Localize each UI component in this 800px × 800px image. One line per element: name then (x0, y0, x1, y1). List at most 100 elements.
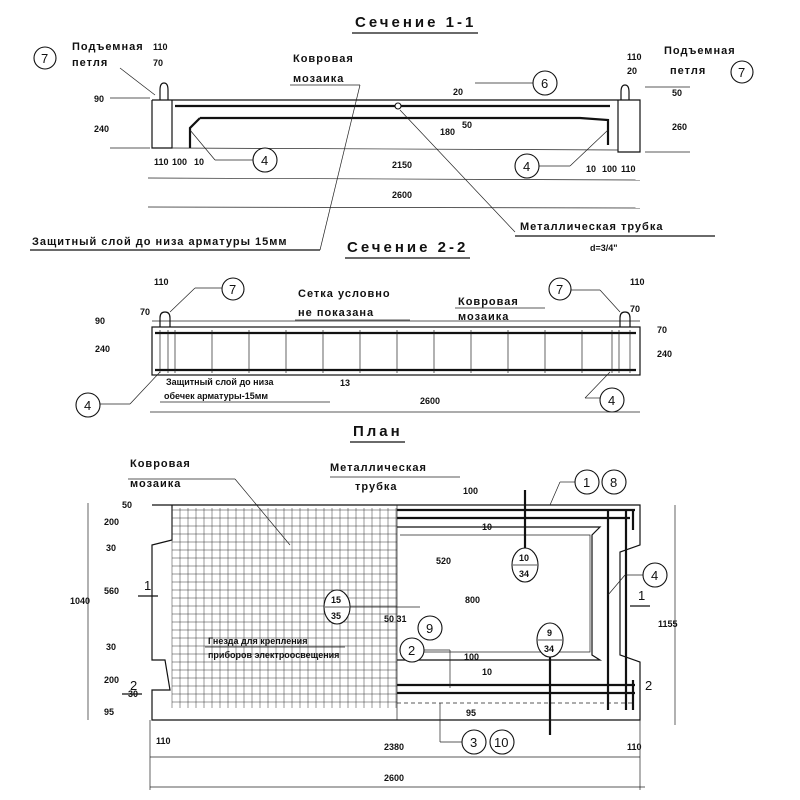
leader (189, 129, 216, 161)
lifting-loop-left-label: Подъемная (72, 41, 144, 53)
leader (169, 287, 196, 313)
bottom-rebars (397, 683, 635, 695)
svg-text:240: 240 (94, 124, 109, 134)
svg-text:1: 1 (144, 578, 151, 593)
lifting-loop-right-label-2: петля (670, 65, 706, 77)
svg-text:200: 200 (104, 517, 119, 527)
leader (569, 129, 609, 167)
bent-rebar (188, 116, 610, 148)
svg-text:9: 9 (547, 628, 552, 638)
carpet-mosaic-label: Ковровая (458, 296, 519, 308)
svg-text:100: 100 (172, 157, 187, 167)
inner-frame-inner (400, 534, 591, 653)
svg-text:20: 20 (627, 66, 637, 76)
metal-tube-mark (394, 102, 402, 110)
svg-text:9: 9 (426, 621, 433, 636)
svg-text:110: 110 (630, 277, 645, 287)
svg-text:7: 7 (738, 65, 745, 80)
svg-text:34: 34 (519, 569, 529, 579)
metal-tube-label: Металлическая (330, 462, 427, 474)
svg-text:180: 180 (440, 127, 455, 137)
svg-text:800: 800 (465, 595, 480, 605)
svg-text:20: 20 (453, 87, 463, 97)
svg-text:34: 34 (544, 644, 554, 654)
svg-text:70: 70 (153, 58, 163, 68)
callout-7-left: 7 (33, 46, 57, 70)
section-marks: 1 1 2 2 (122, 578, 652, 695)
leader (607, 574, 626, 596)
svg-text:4: 4 (651, 568, 658, 583)
svg-text:10: 10 (494, 735, 508, 750)
callout-6: 6 (532, 70, 558, 96)
svg-text:10: 10 (586, 164, 596, 174)
svg-text:100: 100 (464, 652, 479, 662)
svg-text:10: 10 (482, 522, 492, 532)
svg-text:90: 90 (94, 94, 104, 104)
plan-dimensions: 1040 50 200 30 560 30 200 30 95 1155 520… (70, 486, 678, 783)
sockets-note: Гнезда для крепления (208, 636, 307, 646)
inner-frame (397, 526, 603, 661)
svg-text:50 31: 50 31 (384, 614, 407, 624)
callout-9-34: 9 34 (536, 622, 564, 658)
dim-line (147, 177, 641, 181)
plan-title: План (353, 423, 403, 440)
dim-line (147, 206, 641, 209)
svg-text:4: 4 (261, 153, 268, 168)
lifting-loop-left-label-2: петля (72, 57, 108, 69)
svg-text:30: 30 (106, 543, 116, 553)
tube-diameter: d=3/4" (590, 243, 618, 253)
svg-text:110: 110 (154, 157, 169, 167)
metal-tube-label-2: трубка (355, 481, 398, 493)
carpet-mosaic-label: Ковровая (130, 458, 191, 470)
svg-text:10: 10 (519, 553, 529, 563)
callout-10: 10 (489, 729, 515, 755)
svg-text:13: 13 (340, 378, 350, 388)
slab-outline (151, 99, 641, 153)
lifting-loop-right (620, 84, 630, 100)
svg-text:10: 10 (194, 157, 204, 167)
section-1-1: Сечение 1-1 Подъемная петля Подъемная пе… (30, 14, 754, 253)
svg-text:7: 7 (556, 282, 563, 297)
svg-text:2: 2 (408, 643, 415, 658)
callout-4-right: 4 (599, 387, 625, 413)
slab-bottom-line (171, 147, 619, 151)
leader (119, 67, 156, 96)
sockets-note-2: приборов электроосвещения (208, 650, 339, 660)
callout-1: 1 (574, 469, 600, 495)
svg-text:50: 50 (672, 88, 682, 98)
svg-text:100: 100 (602, 164, 617, 174)
callout-4-left: 4 (75, 392, 101, 418)
carpet-mosaic-grid (171, 508, 397, 708)
svg-text:2: 2 (130, 678, 137, 693)
carpet-mosaic-label: Ковровая (293, 53, 354, 65)
leader (234, 478, 291, 546)
svg-text:8: 8 (610, 475, 617, 490)
section-1-1-title: Сечение 1-1 (355, 14, 476, 31)
metal-tube-label: Металлическая трубка (520, 221, 663, 233)
section-2-2-dimensions: 110 70 110 70 90 240 70 240 13 2600 (95, 277, 672, 406)
svg-text:7: 7 (41, 51, 48, 66)
carpet-mosaic-label-2: мозаика (293, 73, 344, 85)
lifting-loop-left (159, 311, 171, 327)
svg-text:90: 90 (95, 316, 105, 326)
callout-7-right: 7 (730, 60, 754, 84)
svg-text:110: 110 (627, 52, 642, 62)
leader (399, 109, 516, 233)
section-1-1-dimensions: 110 70 110 20 90 240 50 260 20 50 180 11… (94, 42, 687, 200)
plan-outline (151, 504, 641, 721)
svg-text:110: 110 (153, 42, 168, 52)
svg-text:110: 110 (154, 277, 169, 287)
lifting-loop-right-label: Подъемная (664, 45, 736, 57)
svg-text:4: 4 (523, 159, 530, 174)
svg-text:50: 50 (122, 500, 132, 510)
svg-text:2600: 2600 (384, 773, 404, 783)
callout-4-right: 4 (514, 153, 540, 179)
leader (599, 289, 621, 313)
top-rebars (397, 508, 635, 520)
carpet-mosaic-label-2: мозаика (130, 478, 181, 490)
plan-view: План Ковровая мозаика Металлическая труб… (70, 423, 678, 790)
callout-7-right: 7 (548, 277, 572, 301)
svg-text:3: 3 (470, 735, 477, 750)
